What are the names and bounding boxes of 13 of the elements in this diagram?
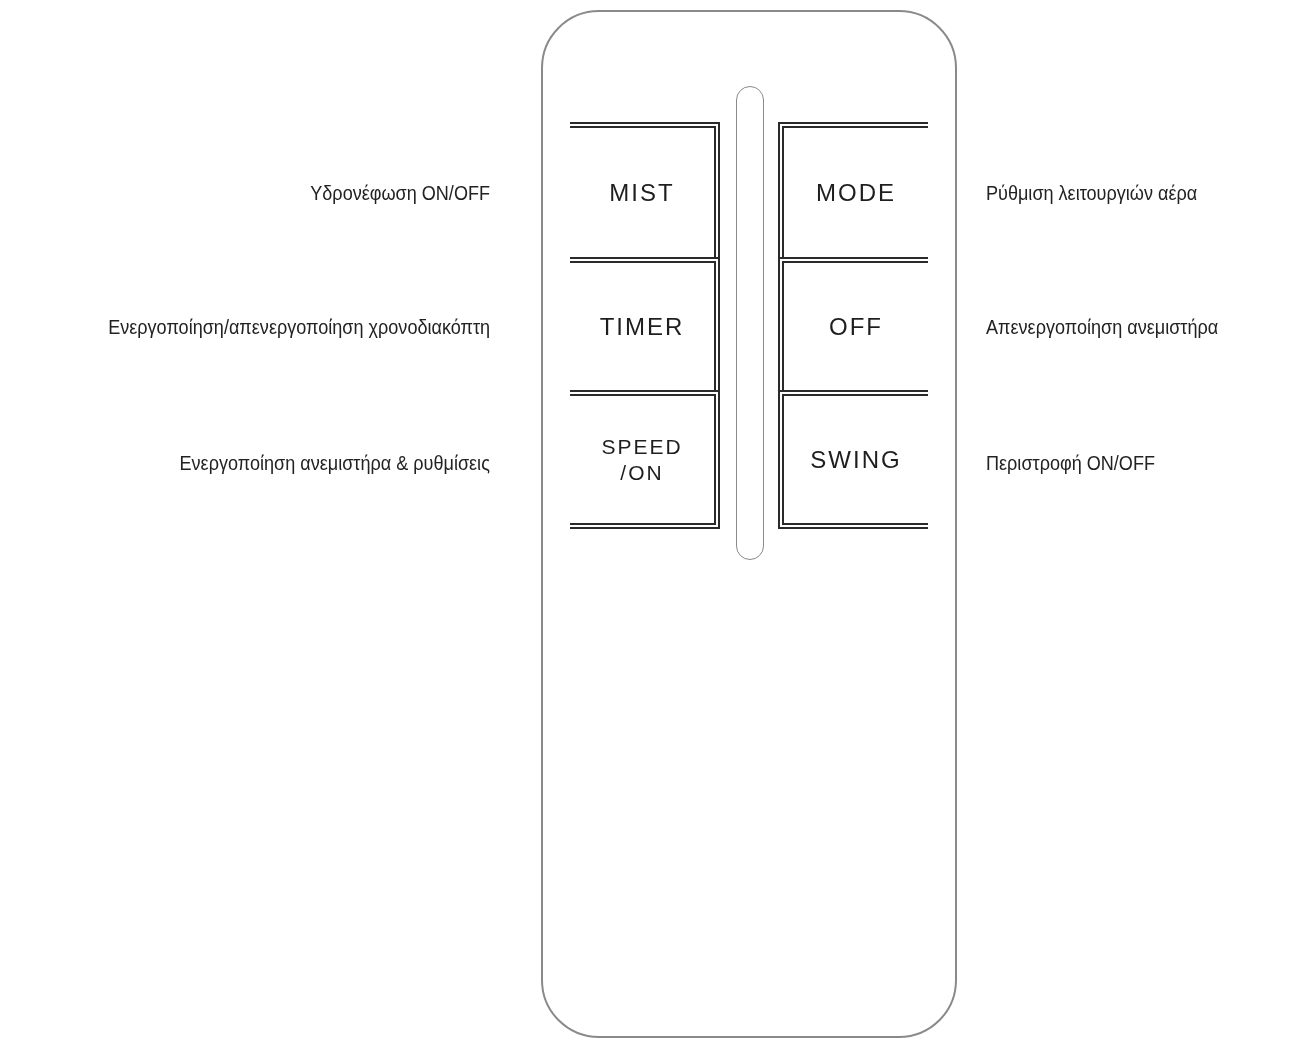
remote-button: MIST bbox=[570, 122, 720, 257]
remote-button: TIMER bbox=[570, 257, 720, 390]
button-description: Ενεργοποίηση ανεμιστήρα & ρυθμίσεις bbox=[179, 449, 490, 476]
remote-button: SPEED /ON bbox=[570, 390, 720, 529]
button-description: Ενεργοποίηση/απενεργοποίηση χρονοδιακόπτη bbox=[108, 313, 490, 340]
remote-control-body bbox=[541, 10, 957, 1038]
remote-button: OFF bbox=[778, 257, 928, 390]
button-description: Περιστροφή ON/OFF bbox=[986, 449, 1155, 476]
button-description: Ρύθμιση λειτουργιών αέρα bbox=[986, 179, 1198, 206]
remote-button: SWING bbox=[778, 390, 928, 529]
button-description: Απενεργοποίηση ανεμιστήρα bbox=[986, 313, 1219, 340]
button-description: Υδρονέφωση ON/OFF bbox=[310, 179, 490, 206]
remote-button: MODE bbox=[778, 122, 928, 257]
